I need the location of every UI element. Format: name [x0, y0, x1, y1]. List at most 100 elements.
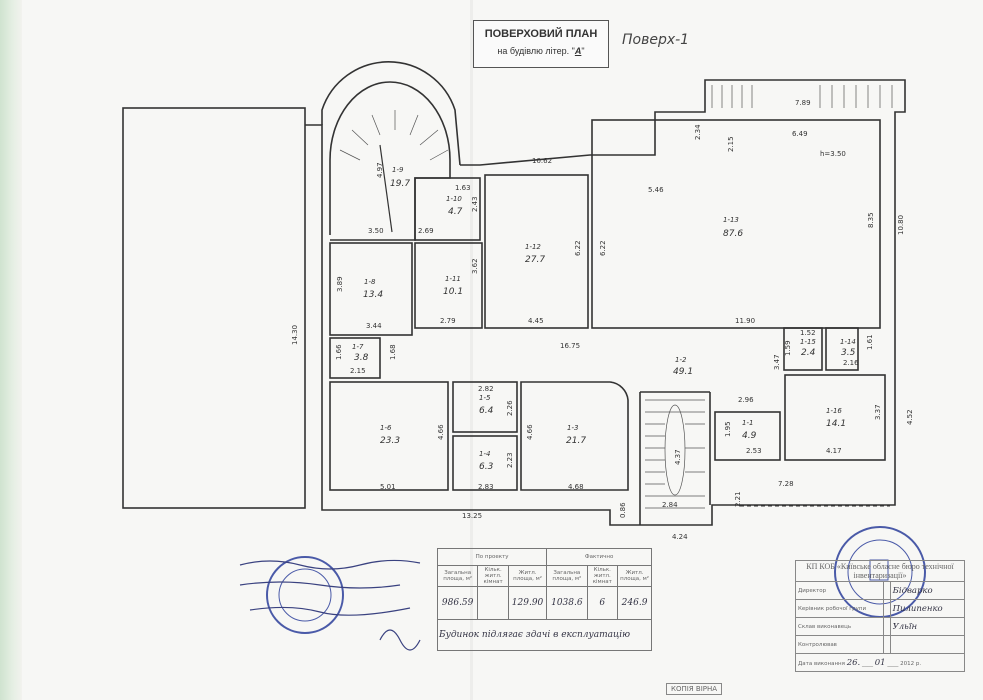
- room-area: 4.7: [448, 207, 463, 217]
- dimension-label: 2.82: [478, 385, 494, 393]
- room-id: 1-15: [800, 338, 816, 346]
- room-area: 10.1: [443, 287, 463, 297]
- dimension-label: 4.66: [437, 424, 445, 440]
- dimension-arrow: [379, 144, 393, 233]
- bti-org: КП КОБ «Київське обласне бюро технічної …: [795, 560, 965, 582]
- dimension-label: 4.52: [906, 409, 914, 425]
- room-id: 1-7: [352, 343, 364, 351]
- row-label: Склав виконавець: [795, 617, 884, 636]
- table-cell: 1038.6: [546, 586, 588, 620]
- room-area: 14.1: [826, 419, 846, 429]
- column-header: Загальна площа, м²: [546, 565, 588, 587]
- room-area: 49.1: [673, 367, 693, 377]
- room-id: 1-9: [392, 166, 404, 174]
- room-1-11: [414, 242, 483, 329]
- room-id: 1-8: [364, 278, 376, 286]
- room-area: 19.7: [390, 179, 410, 189]
- dimension-label: 1.59: [784, 340, 792, 356]
- title-box: ПОВЕРХОВИЙ ПЛАН на будівлю літер. "А": [473, 20, 609, 68]
- signature: Бідварко: [889, 581, 966, 600]
- outer-wall: [305, 79, 906, 526]
- date-month: 01: [874, 657, 886, 668]
- room-id: 1-3: [567, 424, 578, 432]
- dimension-label: 5.01: [380, 483, 396, 491]
- dimension-label: 2.69: [418, 227, 434, 235]
- room-id: 1-12: [525, 243, 541, 251]
- dimension-label: h=3.50: [820, 150, 846, 158]
- dimension-label: 6.49: [792, 130, 808, 138]
- room-area: 21.7: [566, 436, 586, 446]
- handwritten-approval-stamp: [239, 556, 421, 651]
- building-letter: А: [574, 46, 582, 56]
- room-labels: 1-9 19.7 1-10 4.7 1-12 27.7 1-13 87.6 1-8 13.…: [352, 166, 856, 472]
- dimension-label: 2.43: [471, 196, 479, 212]
- dimension-label: 4.45: [528, 317, 544, 325]
- dimension-label: 1.63: [455, 184, 471, 192]
- room-area: 27.7: [525, 255, 545, 265]
- dimension-label: 10.62: [532, 157, 552, 165]
- table-cell: 129.90: [507, 586, 548, 620]
- plan-subtitle: на будівлю літер. "А": [497, 46, 585, 56]
- floor-label: Поверх-1: [622, 32, 690, 48]
- dimension-label: 1.66: [335, 344, 343, 360]
- room-id: 1-1: [742, 419, 753, 427]
- row-label: Керівник робочої групи: [795, 599, 884, 618]
- room-area: 6.4: [479, 406, 494, 416]
- date-row: Дата виконання 26. ____ 01 ____ 2012 р.: [795, 653, 965, 672]
- room-1-3: [520, 381, 629, 491]
- date-day: 26.: [846, 657, 861, 668]
- row-label: Контролював: [795, 635, 884, 654]
- room-1-7: [329, 337, 381, 379]
- signature: Пилипенко: [889, 599, 966, 618]
- dimension-label: 6.22: [574, 240, 582, 256]
- copy-certified-stamp: КОПІЯ ВІРНА: [666, 683, 723, 695]
- room-1-8: [329, 242, 413, 336]
- date-year: 2012 р.: [900, 660, 922, 667]
- table-note: Будинок підлягає здачі в експлуатацію: [437, 619, 652, 651]
- signature: [889, 635, 966, 654]
- signature: Ульїн: [889, 617, 966, 636]
- room-id: 1-5: [479, 394, 491, 402]
- dimension-label: 16.75: [560, 342, 580, 350]
- room-1-14: [825, 327, 859, 371]
- column-header: Кільк. житл. кімнат: [586, 565, 619, 587]
- plan-title: ПОВЕРХОВИЙ ПЛАН: [484, 28, 598, 40]
- bti-stamp-table: КП КОБ «Київське обласне бюро технічної …: [795, 560, 966, 672]
- table-cell: 986.59: [436, 586, 479, 620]
- room-id: 1-2: [675, 356, 687, 364]
- dimension-label: 0.86: [619, 502, 627, 518]
- room-1-6: [329, 381, 449, 491]
- dimension-label: 4.97: [376, 162, 384, 178]
- room-1-15: [783, 327, 823, 371]
- dimension-label: 5.46: [648, 186, 664, 194]
- room-id: 1-13: [723, 216, 739, 224]
- dimension-label: 3.89: [336, 276, 344, 292]
- dimension-label: 14.30: [291, 325, 299, 345]
- column-header: Житл. площа, м²: [617, 565, 652, 587]
- dimension-label: 2.53: [746, 447, 762, 455]
- room-1-9: [329, 81, 451, 241]
- dimension-label: 4.37: [674, 449, 682, 465]
- room-area: 87.6: [723, 229, 743, 239]
- dimension-label: 2.83: [478, 483, 494, 491]
- table-cell: [477, 586, 509, 620]
- dimension-label: 2.96: [738, 396, 754, 404]
- room-area: 3.8: [354, 353, 369, 363]
- dimension-label: 10.80: [897, 215, 905, 235]
- dimension-label: 6.22: [599, 240, 607, 256]
- table-cell: 246.9: [617, 586, 652, 620]
- room-area: 13.4: [363, 290, 383, 300]
- room-area: 6.3: [479, 462, 494, 472]
- dimension-label: 4.24: [672, 533, 688, 541]
- room-id: 1-10: [446, 195, 462, 203]
- green-paper-edge: [0, 0, 22, 700]
- dimension-label: 2.79: [440, 317, 456, 325]
- room-id: 1-16: [826, 407, 842, 415]
- dimension-label: 2.16: [843, 359, 859, 367]
- dimension-label: 1.95: [724, 421, 732, 437]
- room-area: 23.3: [380, 436, 400, 446]
- dimension-label: 4.68: [568, 483, 584, 491]
- dimension-label: 2.15: [350, 367, 366, 375]
